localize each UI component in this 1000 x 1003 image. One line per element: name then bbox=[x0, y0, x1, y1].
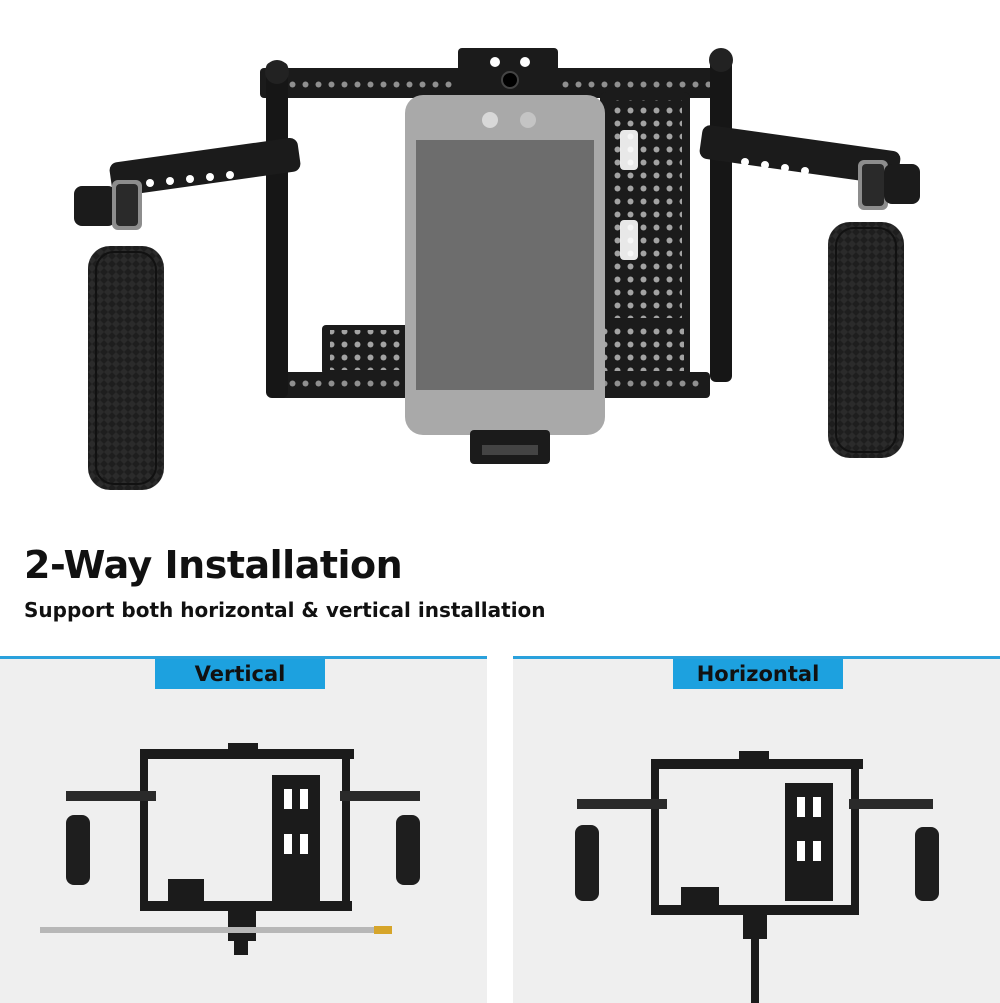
vertical-install-image bbox=[40, 743, 420, 955]
right-handle-arm bbox=[699, 125, 901, 185]
horizontal-install-image bbox=[575, 751, 939, 1003]
bottom-cheese-plates bbox=[322, 318, 690, 378]
product-hero-image bbox=[74, 48, 920, 490]
cage-left-rod bbox=[266, 62, 288, 398]
page-subtitle: Support both horizontal & vertical insta… bbox=[24, 598, 546, 622]
horizontal-install-panel: Horizontal bbox=[513, 656, 1000, 1003]
left-handle-arm bbox=[109, 137, 301, 197]
cheese-plate bbox=[600, 92, 690, 332]
horizontal-label: Horizontal bbox=[673, 659, 843, 689]
right-grip bbox=[828, 222, 904, 458]
top-mount-block bbox=[458, 48, 558, 100]
page-title: 2-Way Installation bbox=[24, 543, 403, 587]
left-grip bbox=[88, 246, 164, 490]
right-rosette-knob bbox=[858, 160, 920, 210]
vertical-install-panel: Vertical bbox=[0, 656, 487, 1003]
cage-right-rod bbox=[710, 52, 732, 382]
vertical-label: Vertical bbox=[155, 659, 325, 689]
left-rosette-knob bbox=[74, 180, 142, 230]
smartphone bbox=[405, 95, 605, 435]
